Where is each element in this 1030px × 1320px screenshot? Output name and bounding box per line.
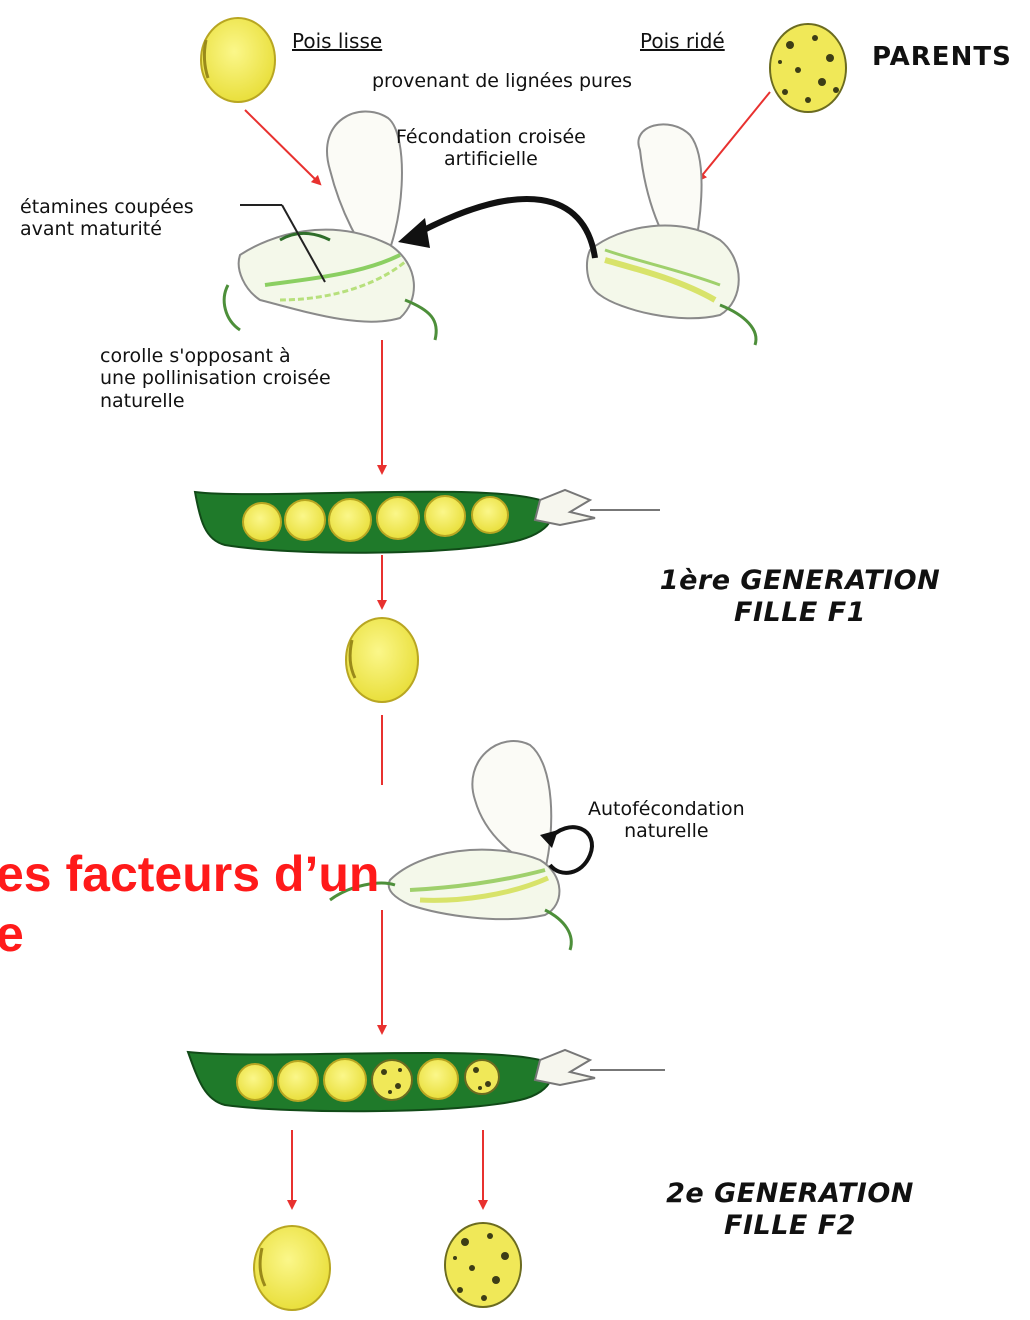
f2-smooth-pea (254, 1226, 330, 1310)
cross-fertilization-arrow (398, 199, 595, 258)
label-corolle: corolle s'opposant à une pollinisation c… (100, 345, 331, 412)
label-f1-generation: 1ère GENERATION FILLE F1 (640, 565, 960, 629)
overlay-title-2: e (0, 848, 24, 963)
label-pois-lisse: Pois lisse (292, 30, 382, 54)
f1-pod (195, 490, 660, 553)
overlay-title: es facteurs d’un (0, 788, 379, 903)
label-etamines: étamines coupées avant maturité (20, 196, 194, 241)
right-flower (587, 124, 756, 345)
arrow-wrinkled-to-flower (700, 92, 770, 178)
parent-wrinkled-pea (770, 24, 846, 112)
overlay-title-line2: e (0, 906, 24, 962)
label-lignees-pures: provenant de lignées pures (372, 70, 632, 92)
f2-wrinkled-pea (445, 1223, 521, 1307)
arrow-smooth-to-flower (245, 110, 318, 182)
label-f2-generation: 2e GENERATION FILLE F2 (640, 1178, 940, 1242)
label-parents: PARENTS (872, 42, 1012, 73)
label-fecondation: Fécondation croisée artificielle (396, 126, 586, 171)
overlay-title-line1: es facteurs d’un (0, 846, 379, 902)
f1-pea (346, 618, 418, 702)
label-pois-ride: Pois ridé (640, 30, 725, 54)
parent-smooth-pea (201, 18, 275, 102)
label-autofecondation: Autofécondation naturelle (588, 798, 745, 843)
f2-pod (188, 1050, 665, 1111)
